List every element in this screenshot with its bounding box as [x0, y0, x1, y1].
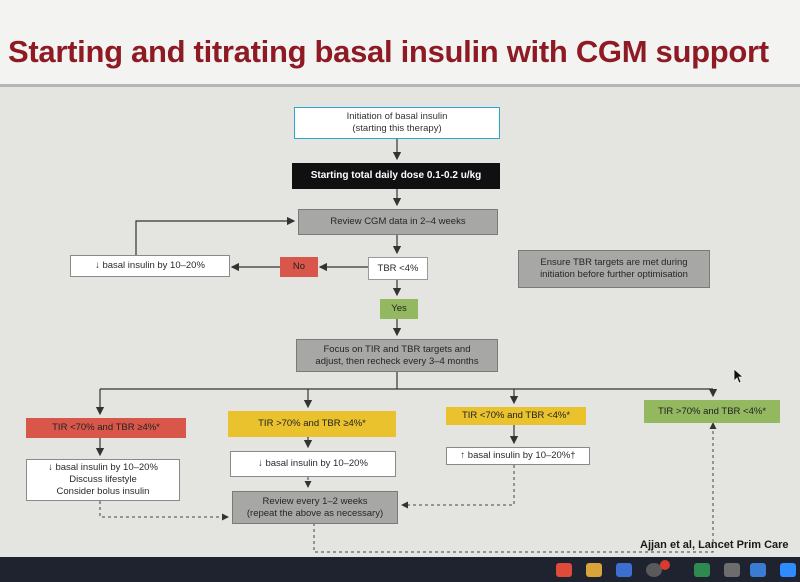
reduce-basal-box: ↓ basal insulin by 10–20%	[70, 255, 230, 277]
dashed-action1-to-review	[99, 501, 229, 521]
review-line-2: (repeat the above as necessary)	[246, 507, 384, 519]
no-label-box: No	[280, 257, 318, 277]
initiation-box: Initiation of basal insulin (starting th…	[294, 107, 500, 139]
app-icon[interactable]	[724, 563, 740, 577]
mail-icon[interactable]	[646, 563, 662, 577]
excel-icon[interactable]	[694, 563, 710, 577]
initiation-line-1: Initiation of basal insulin	[346, 111, 448, 123]
action-1-line-3: Consider bolus insulin	[56, 485, 150, 497]
action-1-line-1: ↓ basal insulin by 10–20%	[48, 462, 158, 474]
note-line-2: initiation before further optimisation	[540, 269, 688, 280]
title-divider	[0, 84, 800, 87]
branch-4-box: TIR >70% and TBR <4%*	[644, 400, 780, 423]
review-line-1: Review every 1–2 weeks	[262, 495, 368, 507]
action-2-box: ↓ basal insulin by 10–20%	[230, 451, 396, 477]
yes-label-box: Yes	[380, 299, 418, 319]
flowchart-area: Initiation of basal insulin (starting th…	[0, 87, 800, 557]
branch-1-box: TIR <70% and TBR ≥4%*	[26, 418, 186, 438]
note-line-1: Ensure TBR targets are met during	[540, 257, 688, 269]
branch-2-box: TIR >70% and TBR ≥4%*	[228, 411, 396, 437]
mouse-cursor-icon	[733, 368, 745, 384]
dashed-action3-to-review	[401, 465, 515, 509]
zoom-icon[interactable]	[780, 563, 796, 577]
focus-line-2: adjust, then recheck every 3–4 months	[315, 355, 479, 367]
files-icon[interactable]	[586, 563, 602, 577]
teams-icon[interactable]	[750, 563, 766, 577]
dashed-review-to-branch4	[313, 422, 717, 553]
action-1-box: ↓ basal insulin by 10–20% Discuss lifest…	[26, 459, 180, 501]
connector-lines	[95, 139, 718, 553]
initiation-line-2: (starting this therapy)	[352, 123, 442, 134]
taskbar	[0, 557, 800, 582]
tbr-decision-box: TBR <4%	[368, 257, 428, 280]
review-cgm-box: Review CGM data in 2–4 weeks	[298, 209, 498, 235]
focus-line-1: Focus on TIR and TBR targets and	[323, 343, 471, 355]
tbr-note-box: Ensure TBR targets are met during initia…	[518, 250, 710, 288]
branch-3-box: TIR <70% and TBR <4%*	[446, 407, 586, 425]
notification-badge-icon	[660, 560, 670, 570]
chrome-icon[interactable]	[556, 563, 572, 577]
citation: Ajjan et al, Lancet Prim Care	[640, 539, 789, 551]
action-3-box: ↑ basal insulin by 10–20%†	[446, 447, 590, 465]
starting-dose-box: Starting total daily dose 0.1-0.2 u/kg	[292, 163, 500, 189]
word-icon[interactable]	[616, 563, 632, 577]
focus-box: Focus on TIR and TBR targets and adjust,…	[296, 339, 498, 372]
loop-reduce-to-review	[135, 216, 296, 255]
slide-title: Starting and titrating basal insulin wit…	[8, 34, 769, 69]
review-weeks-box: Review every 1–2 weeks (repeat the above…	[232, 491, 398, 524]
action-1-line-2: Discuss lifestyle	[69, 474, 137, 486]
slide-header: Starting and titrating basal insulin wit…	[0, 0, 800, 84]
